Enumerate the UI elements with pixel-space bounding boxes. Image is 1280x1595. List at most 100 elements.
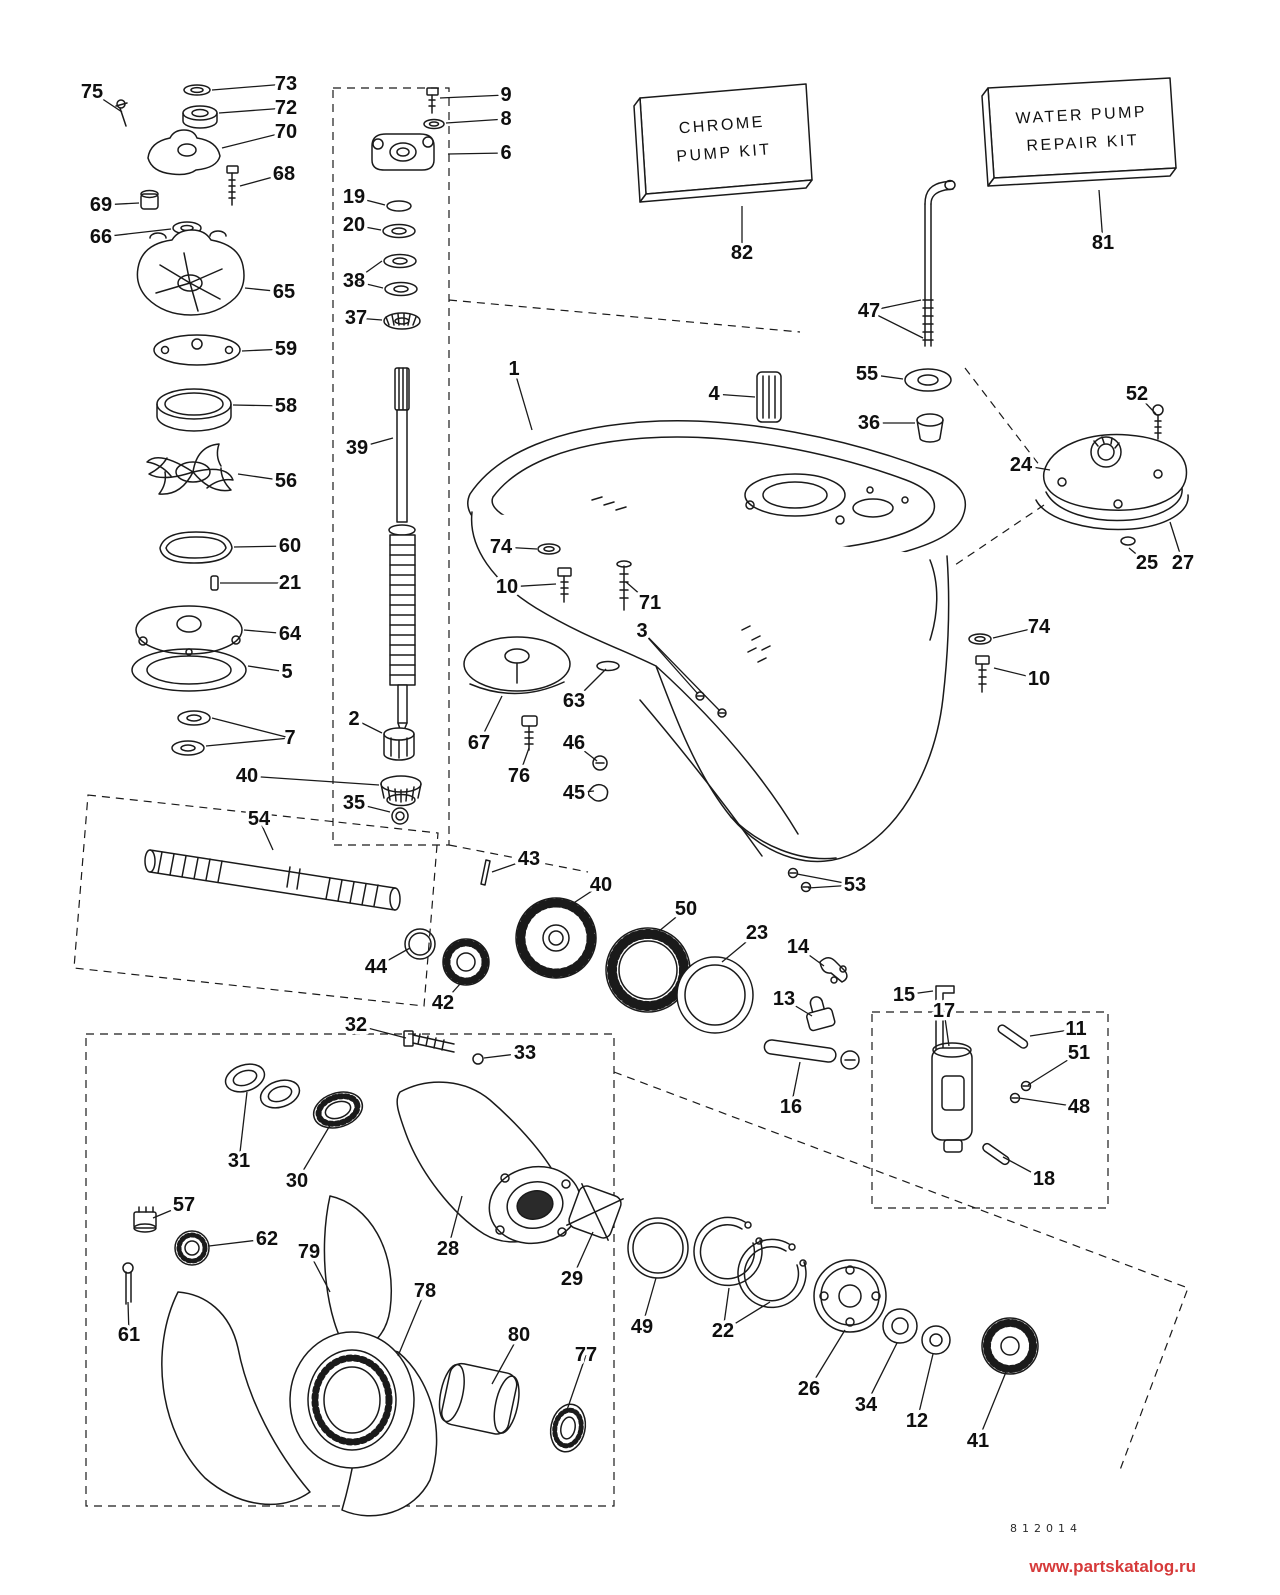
part-number-text: 29 (561, 1268, 583, 1290)
part-number-text: 82 (731, 242, 753, 264)
part-number-text: 3 (636, 620, 647, 642)
part-number-text: 72 (275, 97, 297, 119)
part-label-25: 25 (1128, 547, 1162, 578)
part-label-70: 70 (221, 118, 301, 149)
part-number-text: 28 (437, 1238, 459, 1260)
prop-shaft (144, 849, 401, 911)
part-number-text: 10 (496, 576, 518, 598)
part-label-66: 66 (86, 223, 172, 252)
part-number-text: 60 (279, 535, 301, 557)
part-label-22: 22 (708, 1287, 771, 1346)
part-label-75: 75 (77, 78, 123, 113)
part-label-6: 6 (447, 139, 515, 168)
driveshaft-column (371, 87, 445, 825)
impeller (146, 443, 234, 495)
part-label-79: 79 (294, 1238, 331, 1293)
part-label-5: 5 (247, 658, 296, 687)
part-label-26: 26 (794, 1329, 846, 1404)
part-label-51: 51 (1027, 1039, 1094, 1086)
part-number-text: 43 (518, 848, 540, 870)
shift-cam (931, 1042, 973, 1153)
part-number-text: 70 (275, 121, 297, 143)
part-label-39: 39 (342, 434, 394, 463)
part-number-text: 6 (500, 142, 511, 164)
part-number-text: 66 (90, 226, 112, 248)
water-kit-line2: REPAIR KIT (1026, 132, 1139, 155)
part-number-text: 53 (844, 874, 866, 896)
shift-clevis (806, 996, 836, 1032)
part-number-text: 64 (279, 623, 302, 645)
part-number-text: 34 (855, 1394, 878, 1416)
part-number-text: 21 (279, 572, 301, 594)
part-number-text: 18 (1033, 1168, 1055, 1190)
part-number-text: 5 (281, 661, 292, 683)
part-number-text: 71 (639, 592, 661, 614)
part-label-49: 49 (627, 1277, 657, 1342)
part-number-text: 74 (1028, 616, 1051, 638)
part-label-2: 2 (345, 705, 383, 734)
part-label-52: 52 (1122, 380, 1157, 415)
part-number-text: 45 (563, 782, 585, 804)
part-number-text: 54 (248, 808, 271, 830)
part-label-14: 14 (783, 933, 825, 967)
pump-bracket (147, 129, 221, 176)
part-label-50: 50 (652, 895, 701, 937)
part-label-44: 44 (361, 947, 411, 982)
part-number-text: 10 (1028, 668, 1050, 690)
part-label-63: 63 (559, 668, 607, 716)
part-number-text: 27 (1172, 552, 1194, 574)
part-label-9: 9 (439, 81, 515, 110)
part-number-text: 61 (118, 1324, 140, 1346)
upper-mount (371, 133, 435, 171)
part-label-15: 15 (889, 981, 934, 1010)
part-number-text: 17 (933, 1000, 955, 1022)
part-number-text: 65 (273, 281, 295, 303)
part-number-text: 46 (563, 732, 585, 754)
part-number-text: 73 (275, 73, 297, 95)
bearing-carrier (396, 1081, 582, 1245)
part-number-text: 74 (490, 536, 513, 558)
forward-gear-large (515, 897, 597, 979)
part-label-28: 28 (433, 1195, 463, 1264)
part-label-19: 19 (339, 183, 386, 212)
part-label-64: 64 (243, 620, 305, 649)
part-label-56: 56 (237, 467, 301, 496)
part-label-21: 21 (220, 569, 305, 598)
part-label-55: 55 (852, 360, 904, 389)
part-number-text: 41 (967, 1430, 989, 1452)
spacer-washer-62 (174, 1230, 210, 1266)
part-label-62: 62 (208, 1225, 282, 1254)
part-label-40: 40 (565, 871, 616, 909)
part-number-text: 33 (514, 1042, 536, 1064)
part-number-text: 12 (906, 1410, 928, 1432)
part-number-text: 11 (1065, 1018, 1086, 1040)
part-label-30: 30 (282, 1121, 333, 1196)
part-label-72: 72 (218, 94, 301, 123)
part-number-text: 69 (90, 194, 112, 216)
part-label-37: 37 (341, 304, 383, 333)
part-label-1: 1 (505, 355, 533, 431)
part-number-text: 9 (500, 84, 511, 106)
part-number-text: 68 (273, 163, 295, 185)
anode-plate (463, 636, 571, 695)
part-label-60: 60 (233, 532, 305, 561)
drawing-number: 812014 (1010, 1522, 1082, 1535)
part-number-text: 30 (286, 1170, 308, 1192)
propeller (161, 1195, 438, 1517)
part-number-text: 36 (858, 412, 880, 434)
part-label-27: 27 (1168, 521, 1198, 578)
part-label-67: 67 (464, 695, 503, 758)
part-number-text: 57 (173, 1194, 195, 1216)
o-ring-60 (159, 531, 233, 564)
gearcase-housing (467, 420, 967, 863)
forward-gear-small (442, 938, 490, 986)
part-number-text: 19 (343, 186, 365, 208)
part-label-41: 41 (963, 1371, 1007, 1456)
part-number-text: 79 (298, 1241, 320, 1263)
watermark-link[interactable]: www.partskatalog.ru (1028, 1557, 1196, 1576)
part-number-text: 15 (893, 984, 915, 1006)
part-label-33: 33 (483, 1039, 540, 1068)
part-number-text: 26 (798, 1378, 820, 1400)
prop-nut (133, 1206, 157, 1233)
reverse-gear (981, 1317, 1039, 1375)
